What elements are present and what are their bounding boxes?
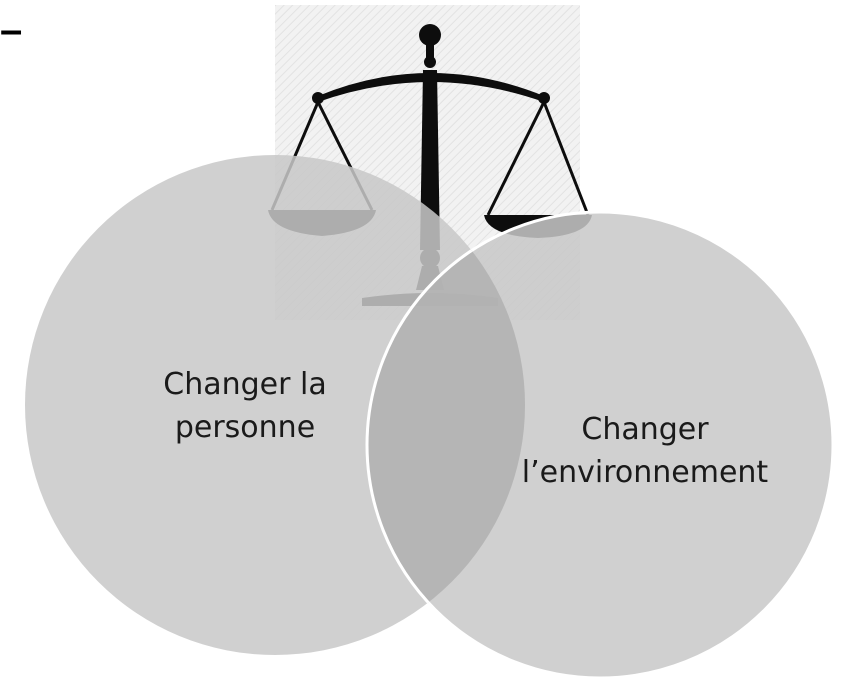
right-circle-label-line2: l’environnement	[521, 455, 769, 490]
left-circle-label-line1: Changer la	[163, 367, 327, 402]
bullet-dash: –	[0, 8, 23, 52]
left-circle	[25, 155, 525, 655]
left-circle-label-line2: personne	[174, 410, 316, 445]
right-circle-label-line1: Changer	[581, 412, 709, 447]
